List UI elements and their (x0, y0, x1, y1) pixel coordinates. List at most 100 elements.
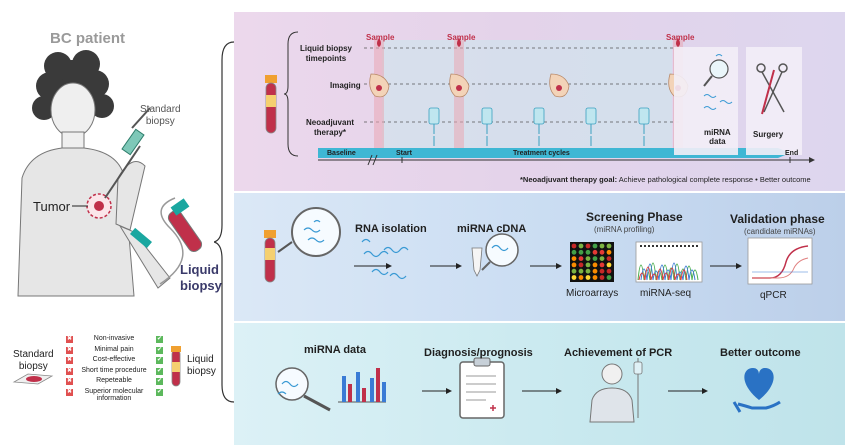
tissue-sample-icon (12, 373, 54, 385)
cross-icon: ✖ (66, 346, 73, 354)
footnote-bold: *Neoadjuvant therapy goal: (520, 175, 618, 184)
better-outcome-label: Better outcome (720, 347, 801, 359)
qpcr-curve-icon (747, 237, 813, 285)
check-icon: ✔ (156, 388, 163, 396)
timeline-chart (318, 38, 815, 166)
footnote-rest: Achieve pathological complete response •… (617, 175, 811, 184)
liquid-biopsy-label: Liquid biopsy (180, 262, 222, 293)
pcr-label: Achievement of PCR (564, 347, 673, 359)
row-label-timepoints: Liquid biopsy timepoints (300, 44, 352, 63)
feature-label: Minimal pain (94, 345, 134, 353)
footnote: *Neoadjuvant therapy goal: Achieve patho… (520, 175, 811, 184)
diagnosis-label: Diagnosis/prognosis (424, 347, 533, 359)
iv-drip-icon (585, 107, 597, 146)
breast-imaging-icon (369, 73, 390, 98)
blood-tube-icon (265, 75, 277, 134)
mirna-seq-label: miRNA-seq (640, 288, 692, 299)
scalpel-icon (761, 69, 775, 115)
feature-label: Non-invasive (93, 335, 135, 342)
bracket-connector (214, 41, 235, 403)
mirna-strands-icon (703, 54, 733, 110)
microarray-icon (570, 242, 614, 282)
rna-strands-icon (361, 238, 409, 280)
scissors-icon (756, 63, 788, 113)
blood-tube-icon (264, 230, 276, 283)
surgery-label: Surgery (753, 130, 784, 139)
sample-label-3: Sample (666, 33, 695, 42)
feature-row: ✖ Repeteable ✔ (66, 377, 166, 388)
bar-chart-icon (338, 368, 386, 403)
liquid-biopsy-tube-icon (171, 346, 181, 387)
sample-column (454, 38, 464, 158)
screening-title: Screening Phase (586, 210, 683, 224)
comparison-liquid-label: Liquid biopsy (187, 354, 216, 377)
sample-label-2: Sample (447, 33, 476, 42)
feature-row: ✖ Cost-effective ✔ (66, 356, 166, 367)
validation-subtitle: (candidate miRNAs) (744, 227, 816, 236)
breast-imaging-icon (449, 73, 470, 98)
biopsy-needle-icon (104, 107, 151, 199)
divider (234, 191, 845, 193)
mirna-data-label: miRNA data (704, 128, 731, 146)
tube-icon (471, 247, 483, 277)
feature-row: ✖ Minimal pain ✔ (66, 345, 166, 357)
sample-column (374, 38, 384, 158)
axis-end: End (785, 150, 799, 157)
blood-tube-icon (167, 198, 203, 252)
breast-imaging-icon (549, 73, 570, 98)
cross-icon: ✖ (66, 357, 73, 364)
mirna-cdna-label: miRNA cDNA (457, 223, 527, 235)
rna-isolation-label: RNA isolation (355, 223, 427, 235)
feature-label: Repeteable (96, 377, 132, 384)
magnifier-icon (703, 59, 729, 87)
sample-label-1: Sample (366, 33, 395, 42)
chromatogram-icon (635, 241, 703, 283)
row-label-therapy: Neoadjuvant therapy* (306, 118, 355, 137)
iv-drip-icon (533, 107, 545, 146)
patient-title: BC patient (50, 30, 125, 47)
feature-row: ✖ Non-invasive ✔ (66, 335, 166, 346)
cross-icon: ✖ (66, 388, 73, 396)
feature-label: Superior molecular information (84, 387, 144, 403)
check-icon: ✔ (156, 357, 163, 364)
axis-start: Start (396, 150, 412, 157)
axis-baseline: Baseline (327, 150, 356, 157)
axis-treatment: Treatment cycles (513, 150, 570, 157)
microarrays-label: Microarrays (566, 288, 619, 299)
surgery-box (746, 47, 802, 155)
outcome-illustration (275, 357, 781, 423)
feature-row: ✖ Superior molecular information ✔ (66, 387, 166, 405)
patient-icon (589, 358, 643, 423)
magnifier-icon (481, 233, 519, 271)
outcome-panel (234, 322, 845, 445)
patient-illustration (17, 50, 203, 297)
iv-drip-icon (638, 107, 650, 146)
check-icon: ✔ (156, 378, 163, 385)
check-icon: ✔ (156, 346, 163, 354)
check-icon: ✔ (156, 336, 163, 343)
workflow-illustration (264, 207, 813, 285)
outcome-mirna-label: miRNA data (304, 344, 366, 356)
cross-icon: ✖ (66, 367, 73, 375)
validation-title: Validation phase (730, 212, 825, 226)
clipboard-icon (459, 357, 505, 419)
qpcr-label: qPCR (760, 290, 787, 301)
row-label-imaging: Imaging (330, 81, 361, 90)
magnifier-icon (275, 367, 331, 412)
magnifier-icon (277, 207, 341, 257)
comparison-standard-label: Standard biopsy (13, 349, 54, 372)
divider (234, 321, 845, 323)
feature-label: Cost-effective (92, 356, 136, 363)
cross-icon: ✖ (66, 378, 73, 385)
row-brace (284, 31, 299, 157)
check-icon: ✔ (156, 367, 163, 375)
screening-subtitle: (miRNA profiling) (594, 225, 655, 234)
iv-drip-icon (428, 107, 440, 146)
standard-biopsy-label: Standard biopsy (140, 104, 181, 127)
heart-hand-icon (732, 368, 781, 413)
feature-row: ✖ Short time procedure ✔ (66, 366, 166, 378)
cross-icon: ✖ (66, 336, 73, 343)
feature-label: Short time procedure (81, 366, 147, 374)
workflow-panel (234, 192, 845, 322)
iv-drip-icon (481, 107, 493, 146)
